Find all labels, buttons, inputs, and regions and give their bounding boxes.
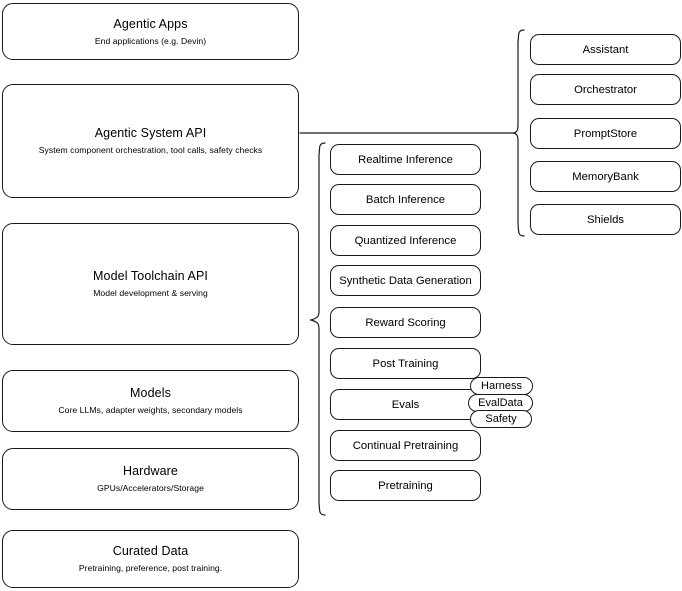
layer-card-models[interactable]: Models Core LLMs, adapter weights, secon… bbox=[2, 370, 299, 432]
system-item-shields[interactable]: Shields bbox=[530, 204, 681, 235]
toolchain-item-pretraining[interactable]: Pretraining bbox=[330, 470, 481, 501]
system-item-label: PromptStore bbox=[573, 127, 638, 140]
layer-subtitle: End applications (e.g. Devin) bbox=[94, 35, 207, 46]
toolchain-item-label: Synthetic Data Generation bbox=[339, 274, 472, 287]
layer-card-model-toolchain-api[interactable]: Model Toolchain API Model development & … bbox=[2, 223, 299, 345]
layer-subtitle: Core LLMs, adapter weights, secondary mo… bbox=[58, 405, 243, 415]
toolchain-item-continual-pretraining[interactable]: Continual Pretraining bbox=[330, 430, 481, 461]
layer-subtitle: System component orchestration, tool cal… bbox=[38, 145, 263, 155]
layer-title: Curated Data bbox=[112, 544, 189, 558]
layer-title: Models bbox=[130, 386, 171, 400]
brace-toolchain-capabilities bbox=[308, 142, 326, 516]
toolchain-item-label: Post Training bbox=[372, 357, 439, 370]
layer-title: Agentic Apps bbox=[113, 16, 188, 31]
toolchain-item-batch-inference[interactable]: Batch Inference bbox=[330, 184, 481, 215]
layer-subtitle: GPUs/Accelerators/Storage bbox=[97, 483, 204, 493]
toolchain-item-evals[interactable]: Evals bbox=[330, 389, 481, 420]
system-item-label: MemoryBank bbox=[572, 170, 639, 183]
toolchain-item-quantized-inference[interactable]: Quantized Inference bbox=[330, 225, 481, 256]
layer-subtitle: Model development & serving bbox=[93, 288, 208, 298]
system-item-memorybank[interactable]: MemoryBank bbox=[530, 161, 681, 192]
evals-pill-harness[interactable]: Harness bbox=[470, 377, 533, 395]
layer-title: Model Toolchain API bbox=[93, 269, 208, 283]
system-item-promptstore[interactable]: PromptStore bbox=[530, 118, 681, 149]
system-item-label: Orchestrator bbox=[574, 83, 637, 96]
toolchain-item-realtime-inference[interactable]: Realtime Inference bbox=[330, 144, 481, 175]
toolchain-item-post-training[interactable]: Post Training bbox=[330, 348, 481, 379]
toolchain-item-label: Realtime Inference bbox=[358, 153, 453, 166]
toolchain-item-label: Quantized Inference bbox=[354, 234, 457, 247]
layer-card-curated-data[interactable]: Curated Data Pretraining, preference, po… bbox=[2, 530, 299, 588]
system-item-orchestrator[interactable]: Orchestrator bbox=[530, 74, 681, 105]
toolchain-item-synthetic-data-generation[interactable]: Synthetic Data Generation bbox=[330, 265, 481, 296]
system-item-assistant[interactable]: Assistant bbox=[530, 34, 681, 65]
layer-card-agentic-apps[interactable]: Agentic Apps End applications (e.g. Devi… bbox=[2, 3, 299, 60]
evals-pill-label: Harness bbox=[481, 380, 522, 392]
toolchain-item-label: Continual Pretraining bbox=[352, 439, 459, 452]
layer-title: Agentic System API bbox=[94, 126, 207, 140]
toolchain-item-label: Reward Scoring bbox=[365, 316, 446, 329]
toolchain-item-label: Pretraining bbox=[378, 479, 433, 492]
layer-card-hardware[interactable]: Hardware GPUs/Accelerators/Storage bbox=[2, 448, 299, 510]
evals-pill-label: EvalData bbox=[478, 397, 523, 409]
evals-pill-safety[interactable]: Safety bbox=[470, 410, 532, 428]
evals-pill-label: Safety bbox=[485, 413, 517, 425]
toolchain-item-label: Evals bbox=[391, 398, 420, 411]
toolchain-item-label: Batch Inference bbox=[365, 193, 446, 206]
layer-subtitle: Pretraining, preference, post training. bbox=[78, 563, 223, 573]
layer-title: Hardware bbox=[123, 464, 178, 478]
toolchain-item-reward-scoring[interactable]: Reward Scoring bbox=[330, 307, 481, 338]
system-item-label: Shields bbox=[586, 213, 625, 226]
brace-system-components bbox=[512, 29, 525, 237]
system-item-label: Assistant bbox=[582, 43, 629, 56]
layer-card-agentic-system-api[interactable]: Agentic System API System component orch… bbox=[2, 84, 299, 198]
